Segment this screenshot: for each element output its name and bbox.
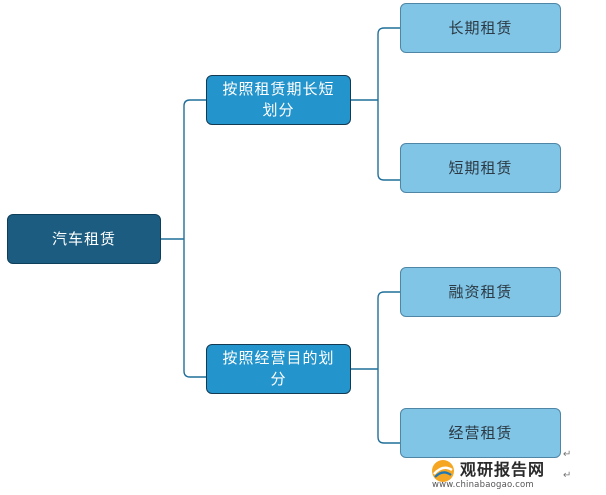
root-node-label: 汽车租赁 [51,229,116,248]
leaf-node-label: 长期租赁 [448,18,513,37]
leaf-node-operating-lease: 经营租赁 [400,408,561,458]
leaf-node-label: 短期租赁 [448,158,513,177]
leaf-node-label: 融资租赁 [448,282,513,301]
watermark-name: 观研报告网 [460,460,546,479]
root-node-car-leasing: 汽车租赁 [7,214,161,264]
logo-emblem-icon [432,460,454,482]
leaf-node-finance-lease: 融资租赁 [400,267,561,317]
branch-node-label: 按照租赁期长短划分 [222,80,335,119]
connector-branch-2 [351,291,400,444]
leaf-node-long-term: 长期租赁 [400,3,561,53]
branch-node-label: 按照经营目的划分 [222,349,335,388]
paragraph-mark: ↵ [563,470,572,481]
watermark-url: www.chinabaogao.com [432,480,534,490]
branch-node-business-purpose: 按照经营目的划分 [206,344,351,394]
connector-root [161,99,206,378]
watermark-logo: 观研报告网 www.chinabaogao.com [430,456,550,492]
branch-node-lease-term: 按照租赁期长短划分 [206,75,351,125]
leaf-node-label: 经营租赁 [448,423,513,442]
leaf-node-short-term: 短期租赁 [400,143,561,193]
connector-branch-1 [351,27,400,181]
paragraph-mark: ↵ [563,449,572,460]
